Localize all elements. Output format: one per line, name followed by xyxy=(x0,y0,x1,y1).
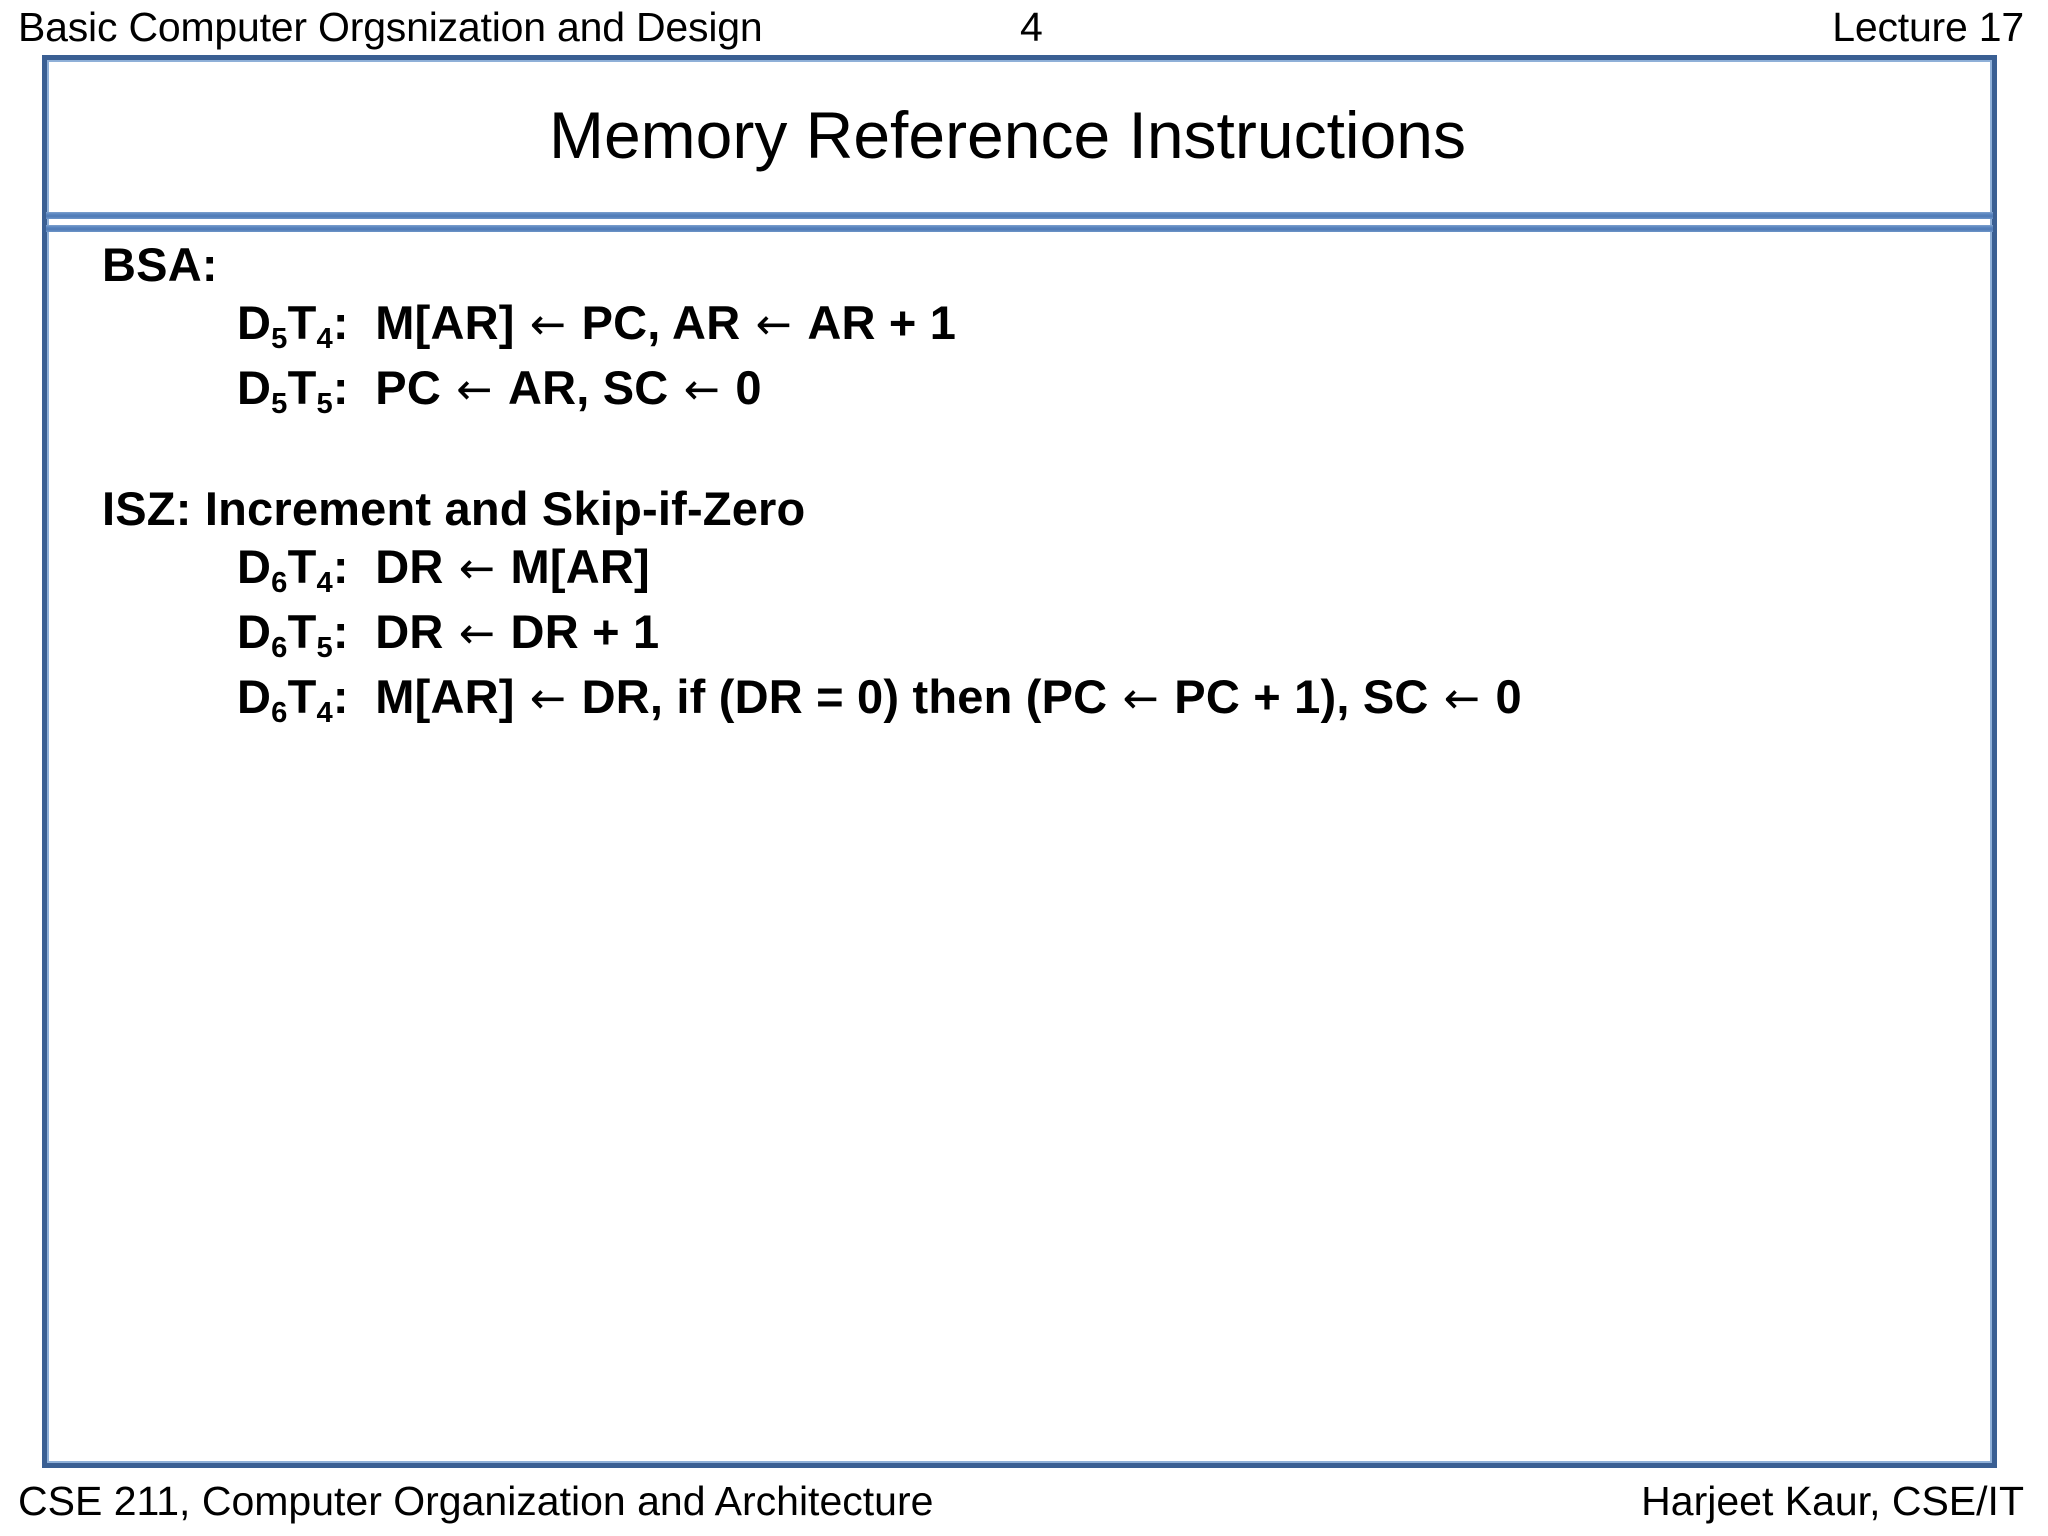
microop-label-t: T xyxy=(287,605,317,658)
bsa-microoperation-line-2: D5T5: PC ← AR, SC ← 0 xyxy=(102,359,1982,424)
microop-label-t: T xyxy=(287,540,317,593)
assign-arrow-icon: ← xyxy=(458,544,496,594)
microop-part-1: M[AR] xyxy=(375,670,515,723)
microop-colon: : xyxy=(332,361,349,414)
microop-part-1: M[AR] xyxy=(375,296,515,349)
microop-label-t: T xyxy=(287,296,317,349)
microop-label-t-sub: 4 xyxy=(316,696,333,729)
microop-colon: : xyxy=(332,296,349,349)
header-lecture-label: Lecture 17 xyxy=(1832,4,2024,50)
microop-label-d-sub: 6 xyxy=(271,631,288,664)
microop-label-d: D xyxy=(237,605,272,658)
isz-microoperation-line-2: D6T5: DR ← DR + 1 xyxy=(102,603,1982,668)
microop-label-t-sub: 5 xyxy=(316,387,333,420)
microop-part-2: DR + 1 xyxy=(510,605,660,658)
slide-footer: CSE 211, Computer Organization and Archi… xyxy=(0,1472,2048,1536)
header-slide-number: 4 xyxy=(1020,4,1043,50)
title-divider xyxy=(46,212,1993,234)
header-course-title: Basic Computer Orgsnization and Design xyxy=(18,4,763,50)
assign-arrow-icon: ← xyxy=(458,609,496,659)
microop-label-d: D xyxy=(237,296,272,349)
assign-arrow-icon: ← xyxy=(529,674,567,724)
assign-arrow-icon: ← xyxy=(683,365,721,415)
microop-label-d: D xyxy=(237,540,272,593)
microop-label-d-sub: 6 xyxy=(271,566,288,599)
microop-label-d: D xyxy=(237,361,272,414)
title-divider-bar-bottom xyxy=(46,225,1993,232)
microop-part-2: PC, AR xyxy=(581,296,741,349)
microop-label-d-sub: 5 xyxy=(271,387,288,420)
microop-label-d: D xyxy=(237,670,272,723)
bsa-heading-text: BSA: xyxy=(102,238,218,291)
microop-part-3: 0 xyxy=(735,361,762,414)
content-block: BSA: D5T4: M[AR] ← PC, AR ← AR + 1 D5T5:… xyxy=(102,236,1982,733)
slide-body: BSA: D5T4: M[AR] ← PC, AR ← AR + 1 D5T5:… xyxy=(47,236,1992,1463)
assign-arrow-icon: ← xyxy=(456,365,493,415)
isz-microoperation-line-3: D6T4: M[AR] ← DR, if (DR = 0) then (PC ←… xyxy=(102,668,1982,733)
assign-arrow-icon: ← xyxy=(1443,674,1481,724)
footer-course-label: CSE 211, Computer Organization and Archi… xyxy=(18,1478,934,1524)
bsa-heading: BSA: xyxy=(102,236,1982,294)
microop-part-1: PC xyxy=(375,361,441,414)
isz-heading-text: ISZ: Increment and Skip-if-Zero xyxy=(102,482,806,535)
assign-arrow-icon: ← xyxy=(1122,674,1160,724)
footer-author-label: Harjeet Kaur, CSE/IT xyxy=(1641,1478,2024,1524)
microop-colon: : xyxy=(332,670,349,723)
microop-colon: : xyxy=(332,540,349,593)
microop-label-t: T xyxy=(287,361,317,414)
slide-frame: Memory Reference Instructions BSA: D5T4:… xyxy=(42,55,1997,1468)
microop-label-t-sub: 4 xyxy=(316,322,333,355)
microop-colon: : xyxy=(332,605,349,658)
isz-microoperation-line-1: D6T4: DR ← M[AR] xyxy=(102,538,1982,603)
microop-part-4: 0 xyxy=(1495,670,1522,723)
assign-arrow-icon: ← xyxy=(755,300,793,350)
microop-part-2: AR, SC xyxy=(507,361,669,414)
microop-label-t: T xyxy=(287,670,317,723)
microop-part-2: M[AR] xyxy=(510,540,650,593)
microop-part-1: DR xyxy=(375,540,444,593)
microop-part-2: DR, if (DR = 0) then (PC xyxy=(581,670,1108,723)
microop-part-3: PC + 1), SC xyxy=(1174,670,1429,723)
microop-label-t-sub: 4 xyxy=(316,566,333,599)
section-spacer xyxy=(102,424,1982,480)
microop-label-d-sub: 5 xyxy=(271,322,288,355)
page-title: Memory Reference Instructions xyxy=(548,98,1466,172)
microop-label-t-sub: 5 xyxy=(316,631,333,664)
microop-part-1: DR xyxy=(375,605,444,658)
bsa-microoperation-line-1: D5T4: M[AR] ← PC, AR ← AR + 1 xyxy=(102,294,1982,359)
slide-header: Basic Computer Orgsnization and Design 4… xyxy=(0,0,2048,56)
slide-title-area: Memory Reference Instructions xyxy=(47,60,1992,210)
microop-part-3: AR + 1 xyxy=(807,296,957,349)
assign-arrow-icon: ← xyxy=(529,300,567,350)
microop-label-d-sub: 6 xyxy=(271,696,288,729)
isz-heading: ISZ: Increment and Skip-if-Zero xyxy=(102,480,1982,538)
title-divider-bar-top xyxy=(46,212,1993,219)
